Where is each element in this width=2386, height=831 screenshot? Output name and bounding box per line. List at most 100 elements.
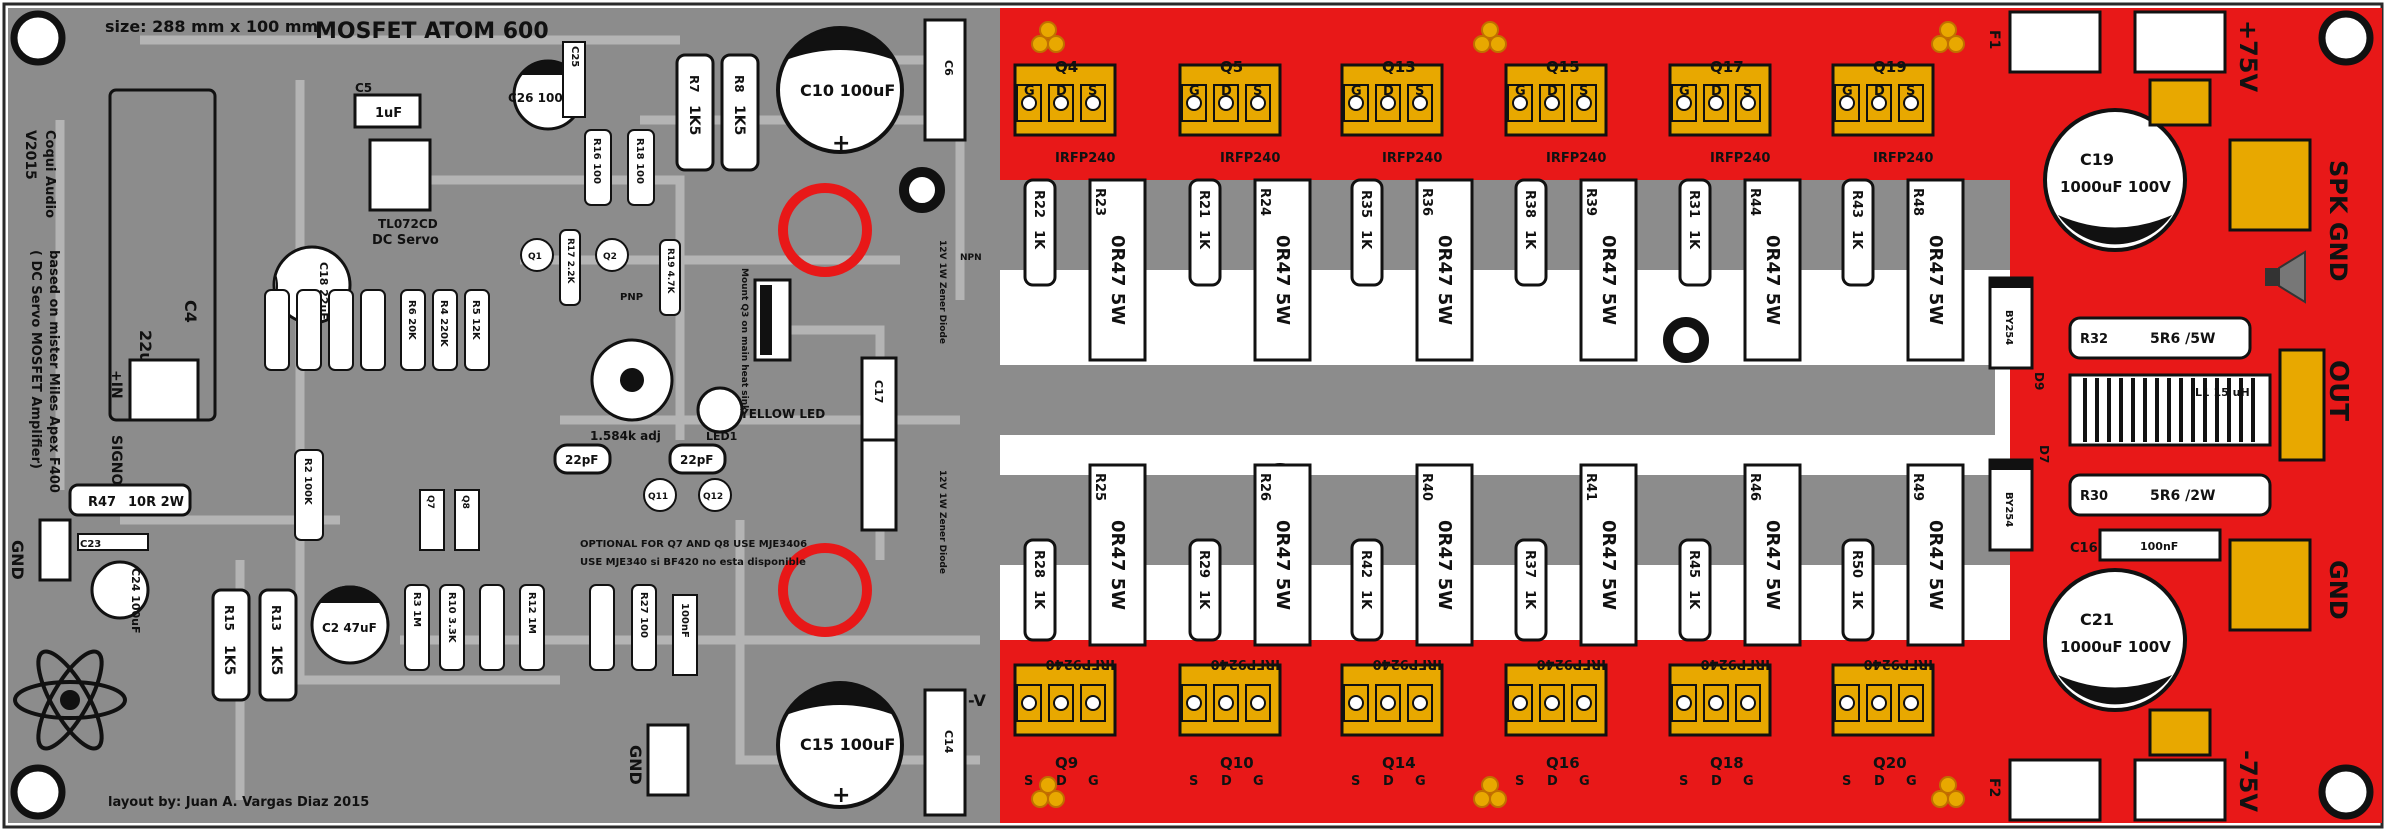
source-resistor-body <box>1253 463 1312 647</box>
mosfet-pin-hole <box>1021 95 1037 111</box>
gate-resistor-body <box>1514 178 1548 287</box>
mosfet-pin-hole <box>1250 695 1266 711</box>
bias-label: 1.584k adj <box>590 429 661 443</box>
bias-trimmer-knob <box>620 368 644 392</box>
cap-22pf-b-label: 22pF <box>680 453 714 467</box>
source-resistor-ref: R39 <box>1583 188 1598 216</box>
r47-value: 10R 2W <box>128 495 184 510</box>
mosfet-part: IRFP240 <box>1382 151 1442 166</box>
source-resistor-body <box>1906 463 1965 647</box>
board-title: MOSFET ATOM 600 <box>315 19 549 44</box>
gate-resistor-value: 1K <box>1522 230 1537 250</box>
mosfet-pin-hole <box>1085 695 1101 711</box>
f1-label: F1 <box>1986 30 2002 49</box>
mosfet-pin-label: S <box>1906 84 1915 99</box>
gate-resistor-body <box>1841 538 1875 642</box>
source-resistor-ref: R46 <box>1747 473 1762 501</box>
mosfet-part: IRFP9240 <box>1211 656 1280 671</box>
d7-band <box>1990 460 2032 470</box>
gate-resistor-body <box>1023 538 1057 642</box>
gate-resistor-ref: R35 <box>1358 190 1373 218</box>
small-resistors-top <box>584 129 655 206</box>
gate-resistor-value: 1K <box>1849 590 1864 610</box>
r17-body <box>559 229 581 306</box>
f2-holder-a <box>2008 758 2102 822</box>
c14-body <box>923 688 967 817</box>
gate-resistor-body <box>1841 178 1875 287</box>
mosfet-pin-hole <box>1186 95 1202 111</box>
c26-label: C26 100uF <box>508 91 579 105</box>
d7-part: BY254 <box>2003 492 2014 527</box>
mosfet-pin-hole <box>1512 95 1528 111</box>
r8-label: R8 <box>732 75 746 93</box>
source-resistor-body <box>1579 463 1638 647</box>
mosfet-pin-hole <box>1544 695 1560 711</box>
ic-tl072 <box>368 138 432 212</box>
mosfet-pin-hole <box>1740 695 1756 711</box>
gate-resistor-value: 1K <box>1686 230 1701 250</box>
mosfet-name: Q18 <box>1710 754 1744 772</box>
gate-resistor-value: 1K <box>1196 230 1211 250</box>
mosfet-pin-hole <box>1250 95 1266 111</box>
mosfet-pin-label: G <box>1743 774 1754 789</box>
q7-label: Q7 <box>425 495 435 509</box>
mosfet-pin-label: D <box>1383 774 1394 789</box>
version-label: V2015 <box>22 130 38 180</box>
mosfet-part: IRFP240 <box>1873 151 1933 166</box>
gate-resistor-body <box>1350 178 1384 287</box>
mosfet-pin-label: S <box>1088 84 1097 99</box>
mosfet-name: Q20 <box>1873 754 1907 772</box>
mosfet-part: IRFP240 <box>1055 151 1115 166</box>
r16-label: R16 100 <box>591 138 602 184</box>
mosfet-name: Q19 <box>1873 58 1907 76</box>
led-ref: LED1 <box>706 430 737 443</box>
led-label: YELLOW LED <box>739 407 825 421</box>
mosfet-pin-hole <box>1085 95 1101 111</box>
mosfet-pin-label: S <box>1189 774 1198 789</box>
spk-gnd-label: SPK GND <box>2324 160 2352 282</box>
mosfet-pin-hole <box>1186 695 1202 711</box>
source-resistor-body <box>1088 178 1147 362</box>
c2-polarity <box>318 585 382 603</box>
q12-body <box>698 478 732 512</box>
mosfet-name: Q13 <box>1382 58 1416 76</box>
board-gap-top <box>1000 270 2010 365</box>
r15-label: R15 <box>222 605 236 631</box>
mosfet-name: Q4 <box>1055 58 1078 76</box>
credit-block: based on mister Miles Apex F400 ( DC Ser… <box>28 250 61 493</box>
source-resistor-body <box>1253 178 1312 362</box>
mosfet-pin-hole <box>1903 695 1919 711</box>
q8-body <box>454 489 480 551</box>
mosfet-pin-hole <box>1218 695 1234 711</box>
r47-body <box>68 483 192 517</box>
q12-label: Q12 <box>703 492 723 502</box>
mosfet-pin-hole <box>1676 95 1692 111</box>
input-in-label: +IN <box>108 370 124 399</box>
c10-body <box>776 26 904 154</box>
cap-22pf-b <box>668 443 727 475</box>
mosfet-pin-hole <box>1903 95 1919 111</box>
mosfet-part: IRFP9240 <box>1701 656 1770 671</box>
source-resistor-value: 0R47 5W <box>1598 520 1619 610</box>
minus-v-label: -V <box>968 691 986 710</box>
mosfet-pin-label: S <box>1024 774 1033 789</box>
d9-part: BY254 <box>2003 310 2014 345</box>
mosfet-pin-hole <box>1218 95 1234 111</box>
mosfet-pin-label: G <box>1679 84 1690 99</box>
source-resistor-ref: R26 <box>1257 473 1272 501</box>
r3-label: R3 1M <box>411 592 422 627</box>
source-resistor-value: 0R47 5W <box>1598 235 1619 325</box>
r2-label: R2 100K <box>302 458 313 506</box>
mosfet-part: IRFP240 <box>1710 151 1770 166</box>
r19-label: R19 4.7K <box>665 248 675 295</box>
mosfet-pin-label: S <box>1253 84 1262 99</box>
